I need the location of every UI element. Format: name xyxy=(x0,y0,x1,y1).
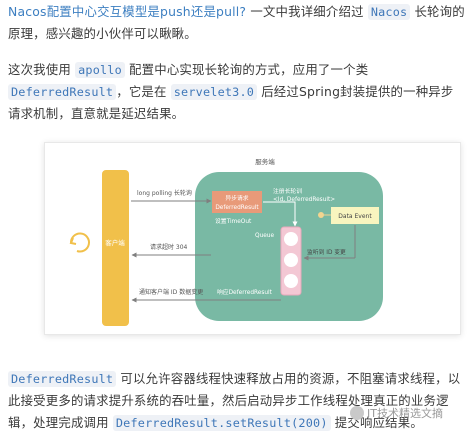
queue-slot-2 xyxy=(284,253,298,267)
apollo-paragraph: 这次我使用 apollo 配置中心实现长轮询的方式，应用了一个类 Deferre… xyxy=(8,59,466,125)
data-event-label: Data Event xyxy=(338,213,372,220)
intro-text-2: 长轮询的原理，感兴趣的小伙伴可以瞅瞅。 xyxy=(8,4,465,41)
set-timeout-label: 设置TimeOut xyxy=(215,217,252,225)
watermark: IT技术精选文摘 xyxy=(350,405,443,421)
long-polling-label: long polling 长轮询 xyxy=(137,189,192,197)
code-apollo: apollo xyxy=(75,62,125,78)
refresh-loop-arrowhead xyxy=(69,237,77,245)
apollo-text-4: 后经过Spring封装提供的一种异步请求机制，直意就是延迟结果。 xyxy=(8,84,454,121)
server-label: 服务端 xyxy=(255,157,275,166)
long-polling-diagram: 客户端 服务端 long polling 长轮询 异步请求 DeferredRe… xyxy=(44,142,461,335)
notify-label: 通知客户端 ID 数据变更 xyxy=(139,288,203,296)
async-request-label: 异步请求 xyxy=(225,194,248,202)
queue-label: Queue xyxy=(255,233,274,239)
article-link[interactable]: Nacos配置中心交互模型是push还是pull? xyxy=(8,4,247,19)
timeout-label: 请求超时 304 xyxy=(150,243,188,251)
apollo-text-2: 配置中心实现长轮询的方式，应用了一个类 xyxy=(124,62,369,77)
deferred-text-1: 可以允许容器线程快速释放占用的资源，不阻塞请求线程，以此接受更多的请求提升系统的… xyxy=(8,371,461,430)
data-event-box xyxy=(331,207,379,224)
code-servelet: servelet3.0 xyxy=(170,84,258,100)
code-nacos: Nacos xyxy=(367,4,411,20)
apollo-text-1: 这次我使用 xyxy=(8,62,76,77)
register-label: 注册长轮训 xyxy=(273,187,302,195)
register-arrow xyxy=(263,201,298,227)
intro-text-1: 一文中我详细介绍过 xyxy=(246,4,368,19)
wechat-icon xyxy=(350,406,364,420)
intro-paragraph: Nacos配置中心交互模型是push还是pull? 一文中我详细介绍过 Naco… xyxy=(8,1,466,45)
queue-slot-3 xyxy=(284,274,298,288)
queue-slot-1 xyxy=(284,232,298,246)
refresh-loop-icon xyxy=(69,232,90,253)
code-deferredresult-2: DeferredResult xyxy=(8,371,117,387)
client-label: 客户端 xyxy=(105,238,125,247)
watermark-text: IT技术精选文摘 xyxy=(367,407,443,420)
respond-label: 响应DeferredResult xyxy=(217,288,273,296)
async-request-class: DeferredResult xyxy=(215,205,259,211)
deferredresult-paragraph: DeferredResult 可以允许容器线程快速释放占用的资源，不阻塞请求线程… xyxy=(8,368,466,434)
diagram-canvas: 客户端 服务端 long polling 长轮询 异步请求 DeferredRe… xyxy=(69,157,383,326)
code-setresult: DeferredResult.setResult(200) xyxy=(112,415,331,431)
apollo-text-3: ，它是在 xyxy=(116,84,171,99)
register-map-label: <Id, DeferredResult> xyxy=(273,197,335,203)
client-box xyxy=(102,170,129,326)
async-request-box xyxy=(212,191,262,213)
event-dot xyxy=(318,212,324,218)
code-deferredresult: DeferredResult xyxy=(8,84,117,100)
listen-label: 监听到 ID 变更 xyxy=(307,248,346,256)
